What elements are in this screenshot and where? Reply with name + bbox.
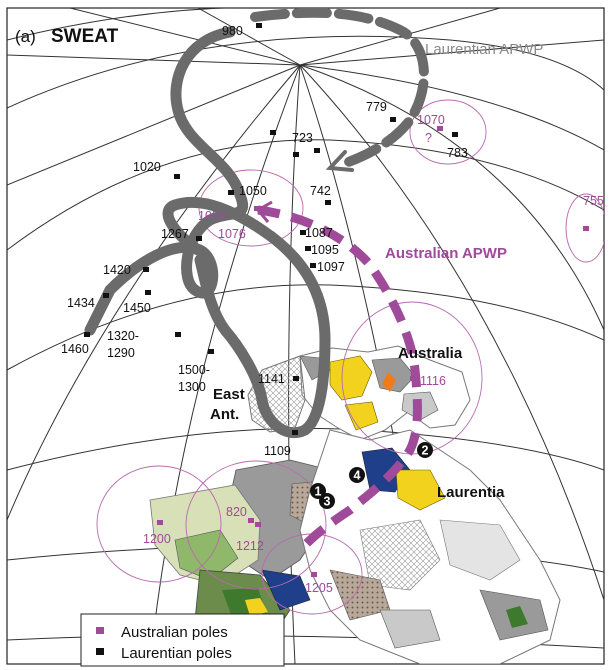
graticule bbox=[7, 8, 604, 664]
pole-label-1050: 1050 bbox=[239, 184, 267, 198]
pole-label-1300: 1300 bbox=[178, 380, 206, 394]
pole-label-1200: 1200 bbox=[143, 532, 171, 546]
site-3: 3 bbox=[319, 493, 335, 509]
australian-pole-1200 bbox=[157, 520, 163, 525]
pole-label-783: 783 bbox=[447, 146, 468, 160]
laurentian-pole-1087 bbox=[300, 230, 306, 235]
laurentian-pole-742 bbox=[325, 200, 331, 205]
laurentian-pole-1320 bbox=[175, 332, 181, 337]
east-antarctica-label-line2: Ant. bbox=[210, 406, 239, 423]
laurentia-label: Laurentia bbox=[437, 484, 505, 501]
pole-label-1267: 1267 bbox=[161, 227, 189, 241]
pole-label-1450: 1450 bbox=[123, 301, 151, 315]
laurentian-apwp-label: Laurentian APWP bbox=[425, 41, 543, 58]
pole-label-1109: 1109 bbox=[264, 444, 291, 458]
pole-label-1070: 1070 bbox=[417, 113, 445, 127]
laurentia-block bbox=[299, 429, 561, 664]
pole-label-1420: 1420 bbox=[103, 263, 131, 277]
pole-label-980: 980 bbox=[222, 24, 243, 38]
australian-pole-1205 bbox=[311, 572, 317, 577]
numbered-sites: 1 2 3 4 bbox=[310, 442, 433, 509]
laurentian-pole-labels: 980 779 783 723 742 1020 1050 1267 1087 … bbox=[61, 24, 468, 458]
legend-laurentian-label: Laurentian poles bbox=[121, 645, 232, 662]
pole-label-1460: 1460 bbox=[61, 342, 89, 356]
svg-text:1: 1 bbox=[315, 485, 322, 499]
site-4: 4 bbox=[349, 467, 365, 483]
pole-label-1054: 1054 bbox=[198, 209, 226, 223]
australia-label: Australia bbox=[398, 345, 463, 362]
laurentian-pole-1141 bbox=[293, 376, 299, 381]
legend-australian-marker bbox=[96, 627, 104, 634]
laurentian-pole-1050 bbox=[228, 190, 234, 195]
laurentian-pole-1434 bbox=[103, 293, 109, 298]
australian-pole-755 bbox=[583, 226, 589, 231]
pole-label-1320: 1320- bbox=[107, 329, 139, 343]
laurentian-pole-1095 bbox=[305, 246, 311, 251]
pole-label-1116: 1116 bbox=[420, 374, 446, 388]
pole-label-1500: 1500- bbox=[178, 363, 210, 377]
pole-label-1097: 1097 bbox=[317, 260, 345, 274]
australian-pole-markers bbox=[157, 126, 589, 577]
site-2: 2 bbox=[417, 442, 433, 458]
panel-title: SWEAT bbox=[51, 26, 119, 47]
laurentian-pole-1267 bbox=[196, 236, 202, 241]
pole-label-755: 755 bbox=[583, 194, 604, 208]
australian-pole-820 bbox=[248, 518, 254, 523]
pole-label-question: ? bbox=[425, 131, 432, 145]
pole-label-1205: 1205 bbox=[305, 581, 333, 595]
svg-text:4: 4 bbox=[354, 469, 361, 483]
pole-label-1020: 1020 bbox=[133, 160, 161, 174]
laurentian-pole-980 bbox=[256, 23, 262, 28]
laurentian-pole-1097 bbox=[310, 263, 316, 268]
laurentian-pole-779 bbox=[390, 117, 396, 122]
laurentian-pole-723-c bbox=[314, 148, 320, 153]
legend-australian-label: Australian poles bbox=[121, 624, 228, 641]
pole-label-1087: 1087 bbox=[305, 226, 333, 240]
pole-label-1141: 1141 bbox=[258, 372, 285, 386]
east-antarctica-label-line1: East bbox=[213, 386, 245, 403]
laurentian-apwp-path bbox=[84, 8, 429, 439]
pole-label-1434: 1434 bbox=[67, 296, 95, 310]
australian-pole-1070 bbox=[437, 126, 443, 131]
australian-pole-labels: 1070 ? 755 1054 1076 1116 1200 820 1212 … bbox=[143, 113, 604, 595]
pole-label-723: 723 bbox=[292, 131, 313, 145]
laurentian-pole-783 bbox=[452, 132, 458, 137]
laurentian-pole-723-b bbox=[293, 152, 299, 157]
legend: Australian poles Laurentian poles bbox=[80, 613, 285, 667]
pole-label-1212: 1212 bbox=[236, 539, 264, 553]
laurentian-pole-1450 bbox=[145, 290, 151, 295]
australian-pole-1212 bbox=[255, 522, 261, 527]
svg-text:3: 3 bbox=[324, 495, 331, 509]
svg-text:2: 2 bbox=[422, 444, 429, 458]
pole-label-1076: 1076 bbox=[218, 227, 246, 241]
pole-label-820: 820 bbox=[226, 505, 247, 519]
pole-label-742: 742 bbox=[310, 184, 331, 198]
laurentian-pole-1109 bbox=[292, 430, 298, 435]
laurentian-pole-markers bbox=[84, 23, 458, 435]
laurentian-pole-723-a bbox=[270, 130, 276, 135]
australian-pole-1054 bbox=[254, 206, 260, 211]
laurentian-pole-1020 bbox=[174, 174, 180, 179]
legend-laurentian-marker bbox=[96, 648, 104, 655]
pole-label-779: 779 bbox=[366, 100, 387, 114]
laurentian-pole-1460 bbox=[84, 332, 90, 337]
pole-label-1095: 1095 bbox=[311, 243, 339, 257]
australian-apwp-label: Australian APWP bbox=[385, 245, 507, 262]
laurentian-pole-1420 bbox=[143, 267, 149, 272]
panel-letter: (a) bbox=[15, 27, 36, 46]
pole-label-1290: 1290 bbox=[107, 346, 135, 360]
laurentian-pole-1500 bbox=[208, 349, 214, 354]
australian-pole-1116 bbox=[410, 376, 416, 381]
